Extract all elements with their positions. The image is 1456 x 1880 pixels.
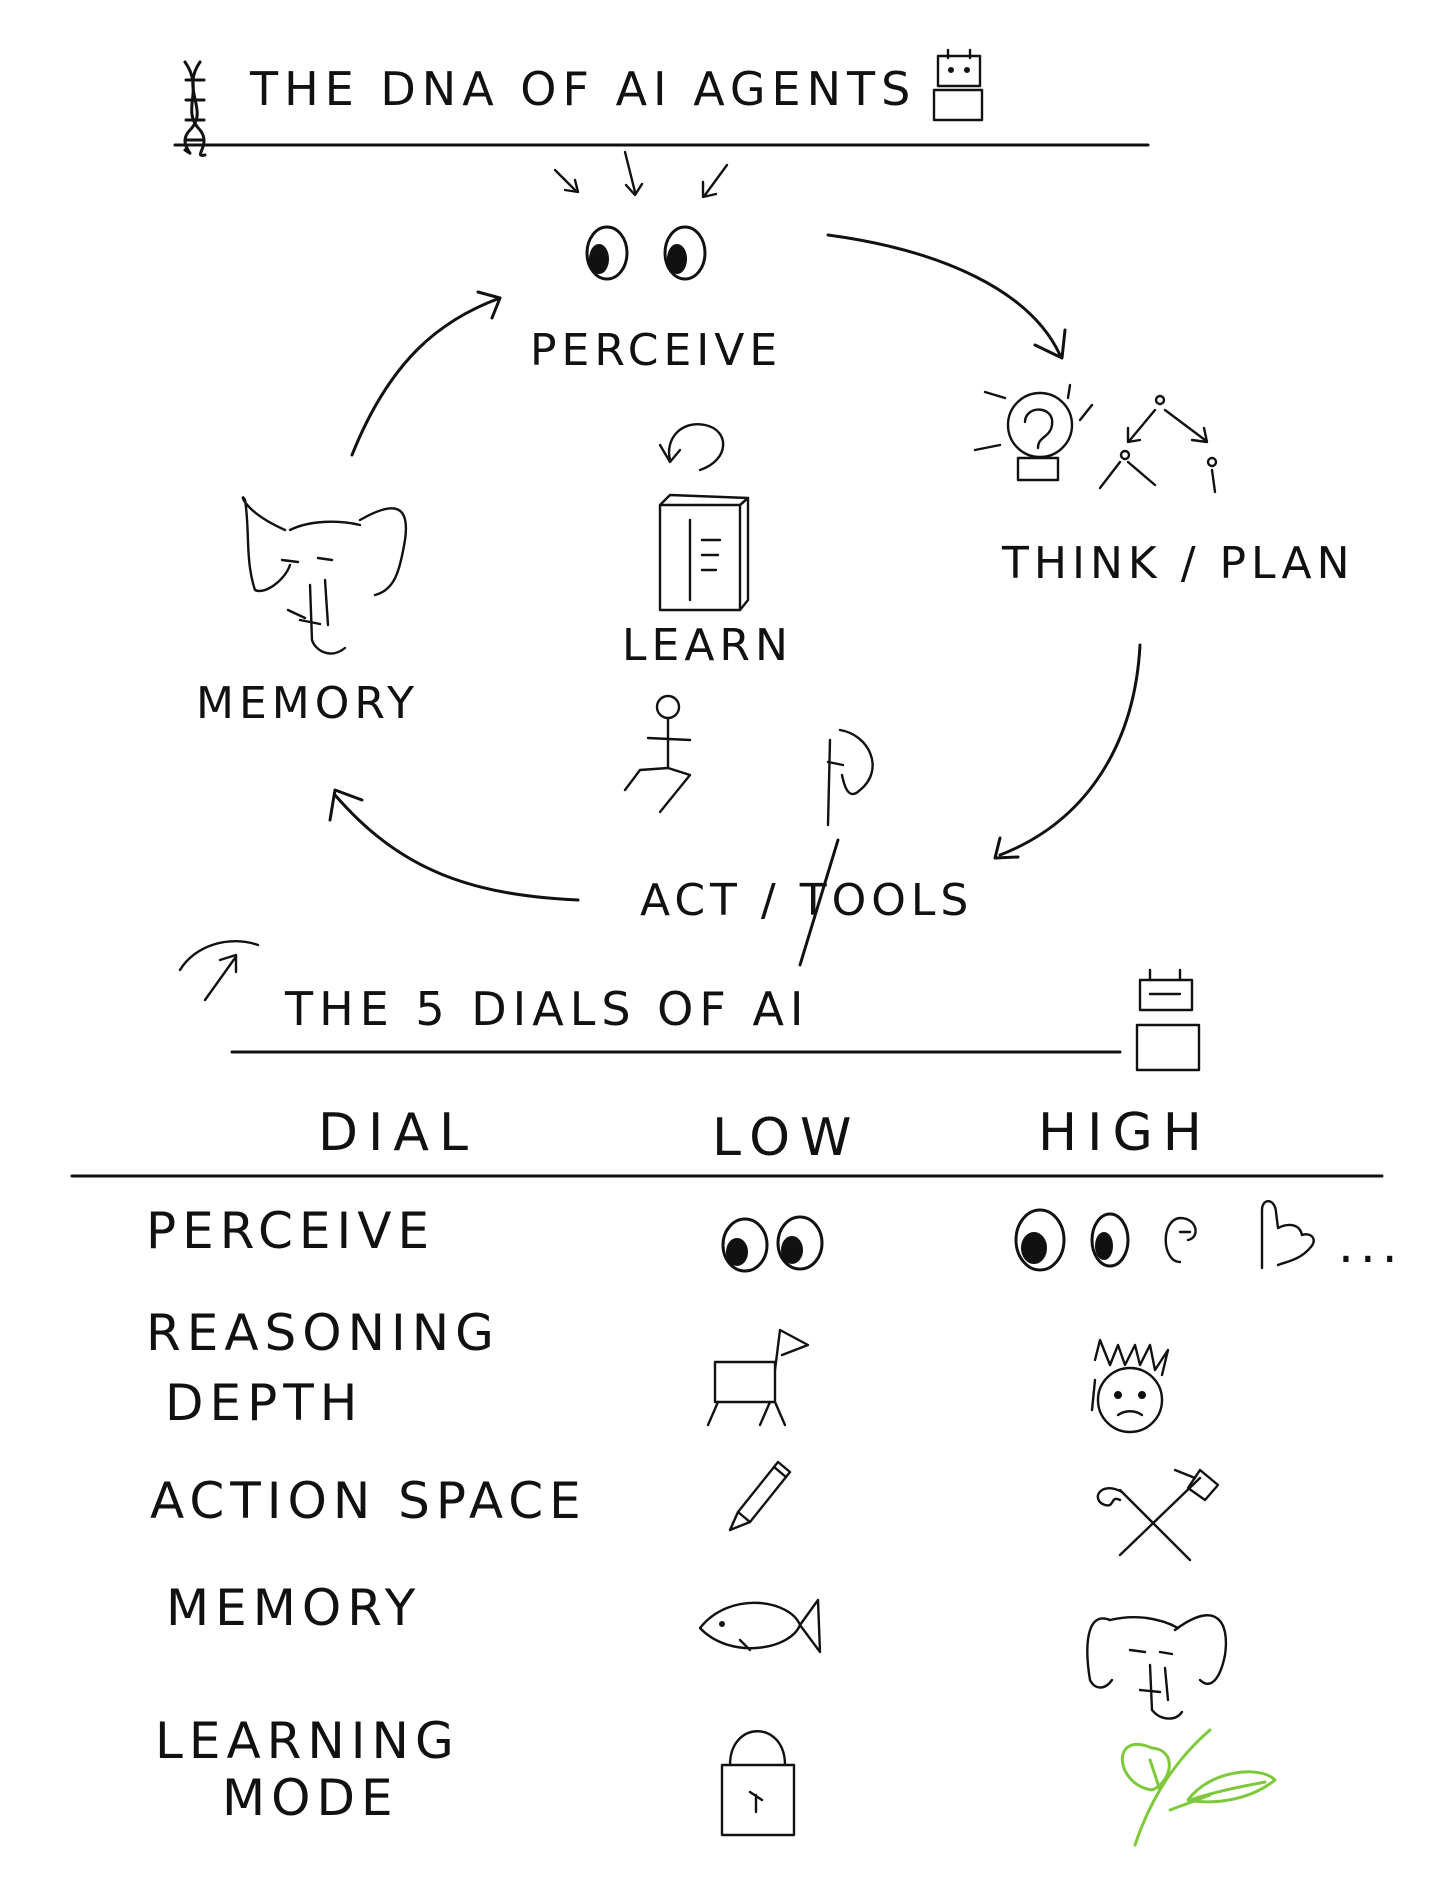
table-row: ACTION SPACE [150,1462,1218,1560]
perceive-eyes-icon [587,227,705,279]
table-row: MEMORY [166,1579,1226,1719]
sprout-icon [1122,1730,1275,1845]
crossed-tools-icon [1098,1470,1218,1560]
fish-icon [700,1600,820,1652]
dial-label: MEMORY [166,1579,421,1637]
stage-act-tools-label: ACT / TOOLS [640,875,973,926]
running-figure-icon [625,696,690,812]
pencil-icon [730,1462,790,1530]
dial-label-line2: DEPTH [165,1374,363,1432]
column-header-low: LOW [712,1108,861,1168]
dna-helix-icon [185,62,205,155]
rocking-horse-icon [708,1330,808,1425]
stage-learn-label: LEARN [622,620,793,671]
table-row: PERCEIVE ... [146,1201,1404,1274]
thinking-head-icon [1092,1340,1168,1432]
plan-tree-icon [1100,396,1216,492]
table-row: LEARNING MODE [155,1712,1275,1845]
stage-think-plan-label: THINK / PLAN [1001,538,1355,589]
axe-icon [828,730,873,825]
dial-label: ACTION SPACE [150,1472,587,1530]
dna-title: THE DNA OF AI AGENTS [249,62,916,116]
dial-label: REASONING [146,1304,500,1362]
input-arrows [555,152,727,197]
two-eyes-icon [723,1217,822,1271]
dial-label: LEARNING [155,1712,460,1770]
cycle-arrow-think-to-act [995,645,1140,858]
padlock-icon [722,1731,794,1835]
dial-label-line2: MODE [222,1769,399,1827]
column-header-dial: DIAL [318,1103,478,1163]
eyes-ear-hand-icon [1016,1201,1314,1270]
dial-label: PERCEIVE [146,1202,435,1260]
memory-elephant-icon [243,497,406,653]
column-header-high: HIGH [1038,1103,1212,1163]
more-ellipsis: ... [1338,1216,1404,1274]
cycle-arrow-perceive-to-think [828,235,1065,358]
robot-icon [934,50,982,120]
cycle-arrow-memory-to-perceive [352,292,500,455]
lightbulb-icon [975,385,1092,480]
learn-book-icon [660,424,748,610]
return-arrow-icon [180,941,258,1000]
cycle-arrow-act-to-memory [330,790,578,900]
stage-memory-label: MEMORY [196,678,419,729]
robot-icon-2 [1137,970,1199,1070]
stage-perceive-label: PERCEIVE [530,325,782,376]
elephant-icon [1087,1615,1226,1718]
dials-title: THE 5 DIALS OF AI [284,982,810,1036]
table-row: REASONING DEPTH [146,1304,1168,1432]
